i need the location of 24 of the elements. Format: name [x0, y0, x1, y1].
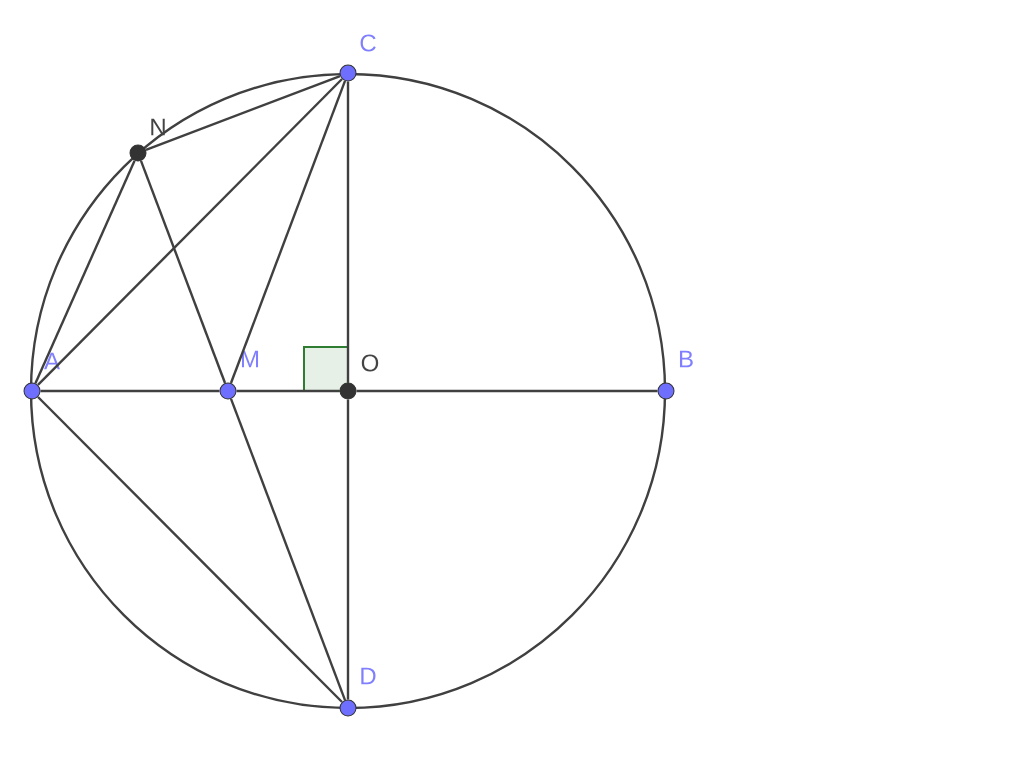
line-segment: [37, 396, 343, 703]
line-segment: [139, 160, 227, 384]
point: [219, 382, 237, 400]
point: [339, 382, 357, 400]
line-segment: [356, 389, 658, 393]
point-label: O: [361, 354, 379, 372]
point: [129, 144, 147, 162]
line-segment: [34, 160, 136, 384]
point: [339, 699, 357, 717]
point: [657, 382, 675, 400]
point-label: B: [680, 350, 693, 368]
line-segment: [229, 80, 347, 384]
point: [339, 64, 357, 82]
point-label: C: [360, 34, 376, 52]
line-segment: [229, 398, 347, 701]
line-segment: [37, 78, 343, 386]
line-segment: [145, 74, 341, 152]
line-segment: [236, 389, 340, 393]
point-label: D: [361, 667, 376, 685]
line-segment: [346, 81, 350, 383]
line-segment: [346, 399, 350, 700]
line-segment: [40, 389, 220, 393]
point-label: M: [242, 350, 259, 368]
point: [23, 382, 41, 400]
